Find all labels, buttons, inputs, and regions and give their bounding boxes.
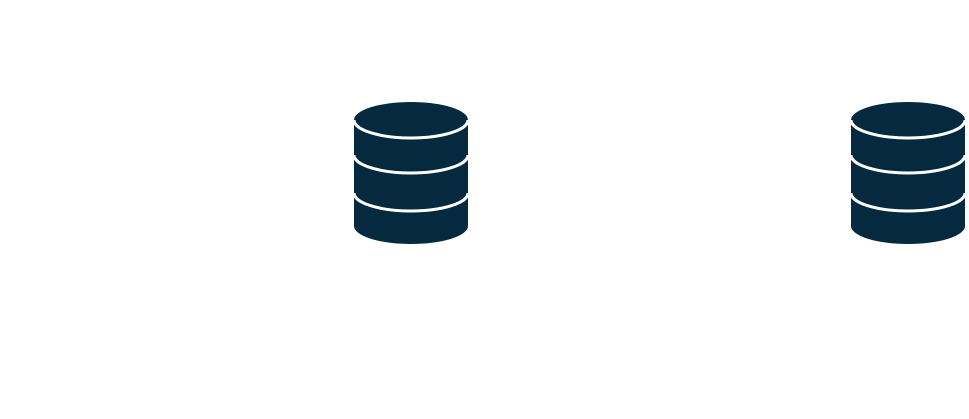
database-icon-right	[849, 100, 967, 246]
database-icon	[849, 102, 967, 244]
database-icon-left	[352, 100, 470, 246]
database-icon	[352, 102, 470, 244]
